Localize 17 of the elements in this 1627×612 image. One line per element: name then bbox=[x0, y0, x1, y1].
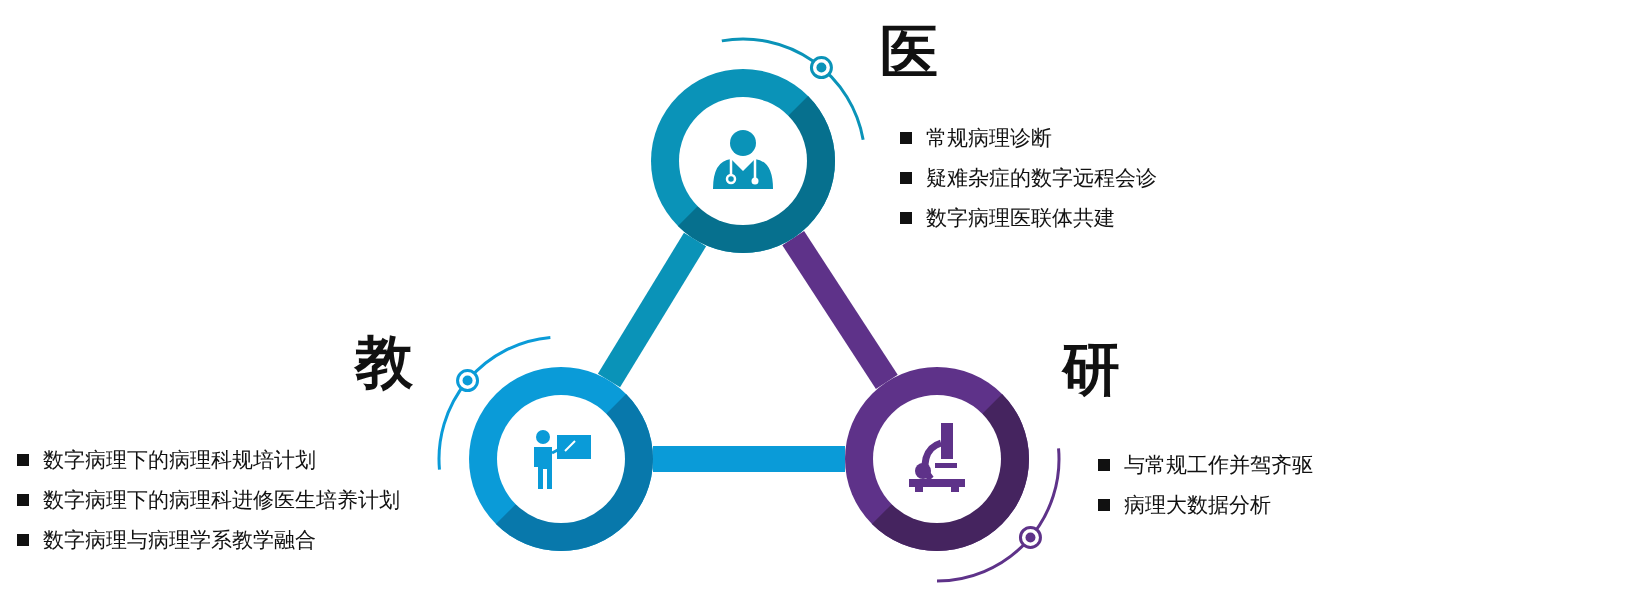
connector-bar bbox=[653, 446, 845, 472]
bullet-item: 数字病理与病理学系教学融合 bbox=[17, 526, 316, 554]
bullet-item: 数字病理下的病理科规培计划 bbox=[17, 446, 316, 474]
bullet-item: 常规病理诊断 bbox=[900, 124, 1052, 152]
bullet-item: 数字病理医联体共建 bbox=[900, 204, 1115, 232]
section-heading: 研 bbox=[1062, 337, 1120, 401]
bullet-item: 病理大数据分析 bbox=[1098, 491, 1271, 519]
bullet-item: 与常规工作并驾齐驱 bbox=[1098, 451, 1313, 479]
section-heading: 教 bbox=[355, 330, 413, 394]
ring-node bbox=[651, 69, 835, 253]
ring-node bbox=[469, 367, 653, 551]
ring-node bbox=[845, 367, 1029, 551]
connector-bar bbox=[597, 232, 707, 388]
connector-bar bbox=[782, 231, 898, 389]
section-heading: 医 bbox=[880, 20, 938, 84]
bullet-item: 疑难杂症的数字远程会诊 bbox=[900, 164, 1157, 192]
bullet-item: 数字病理下的病理科进修医生培养计划 bbox=[17, 486, 400, 514]
